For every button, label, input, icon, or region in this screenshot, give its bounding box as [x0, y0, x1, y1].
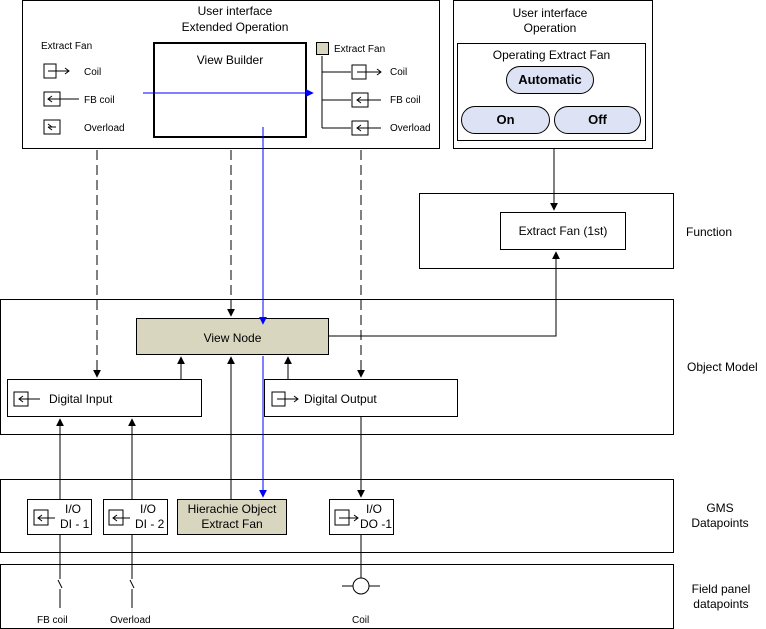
ui-operation-title-line1: User interface	[512, 6, 588, 20]
digital-input-box[interactable]	[7, 379, 202, 417]
io-di-1-line1: I/O	[65, 502, 82, 516]
layer-label-function: Function	[686, 225, 733, 239]
field-panel-frame	[0, 564, 674, 629]
input-port-icon	[43, 91, 79, 107]
layer-label-field-line2: datapoints	[693, 597, 749, 611]
layer-label-field-line1: Field panel	[691, 582, 751, 596]
ui-extended-title-line2: Extended Operation	[181, 20, 289, 34]
view-builder-box[interactable]	[153, 42, 307, 138]
right-item-coil[interactable]: Coil	[390, 67, 408, 78]
field-overload-label: Overload	[110, 615, 151, 626]
operating-panel-title: Operating Extract Fan	[492, 48, 611, 62]
input-port-icon	[108, 509, 130, 526]
io-do-1-line2: DO -1	[360, 517, 393, 531]
input-port-icon	[351, 92, 381, 108]
hierarchy-object-box[interactable]	[177, 499, 287, 535]
ui-operation-title-line2: Operation	[523, 21, 577, 35]
left-extract-fan-header: Extract Fan	[41, 41, 93, 52]
left-item-overload[interactable]: Overload	[84, 123, 125, 134]
right-extract-fan-header: Extract Fan	[334, 44, 386, 55]
layer-label-gms-line1: GMS	[706, 501, 734, 515]
output-port-icon	[351, 64, 382, 80]
view-node-to-function-arrow	[329, 251, 560, 337]
coil-symbol-icon	[342, 577, 380, 595]
io-di-1-line2: DI - 1	[60, 517, 90, 531]
contact-switch-icon	[57, 579, 63, 589]
digital-input-label: Digital Input	[49, 392, 113, 406]
contact-switch-icon	[129, 579, 135, 589]
right-item-fb-coil[interactable]: FB coil	[390, 95, 421, 106]
automatic-button[interactable]: Automatic	[506, 66, 594, 94]
on-button[interactable]: On	[461, 106, 550, 134]
layer-label-object-model: Object Model	[687, 360, 758, 374]
io-do-1-line1: I/O	[366, 502, 383, 516]
output-port-icon	[271, 391, 299, 407]
extract-fan-1st-label: Extract Fan (1st)	[518, 224, 608, 238]
input-port-icon	[43, 119, 61, 135]
extract-fan-object-swatch	[316, 42, 329, 55]
ui-extended-title-line1: User interface	[197, 4, 273, 18]
input-port-icon	[13, 391, 40, 407]
input-port-icon	[351, 120, 381, 136]
output-port-icon	[43, 63, 70, 79]
output-port-icon	[334, 509, 359, 526]
io-di-2-line2: DI - 2	[135, 517, 165, 531]
io-di-1-box[interactable]	[27, 499, 92, 535]
view-node-box[interactable]	[136, 318, 329, 355]
view-node-label: View Node	[203, 331, 262, 345]
left-item-fb-coil[interactable]: FB coil	[84, 95, 115, 106]
field-coil-label: Coil	[352, 615, 370, 626]
off-button[interactable]: Off	[554, 106, 641, 134]
view-builder-label: View Builder	[196, 53, 264, 67]
right-item-overload[interactable]: Overload	[390, 123, 431, 134]
io-do-1-box[interactable]	[329, 499, 394, 535]
input-port-icon	[33, 509, 55, 526]
io-di-2-line1: I/O	[140, 502, 157, 516]
field-fb-coil-label: FB coil	[37, 615, 68, 626]
digital-output-label: Digital Output	[304, 392, 377, 406]
left-item-coil[interactable]: Coil	[84, 67, 102, 78]
tree-connector	[321, 56, 351, 129]
hierarchy-object-line2: Extract Fan	[201, 517, 263, 531]
layer-label-gms-line2: Datapoints	[691, 516, 749, 530]
extract-fan-1st-box[interactable]	[500, 212, 626, 250]
hierarchy-object-line1: Hierachie Object	[187, 502, 277, 516]
